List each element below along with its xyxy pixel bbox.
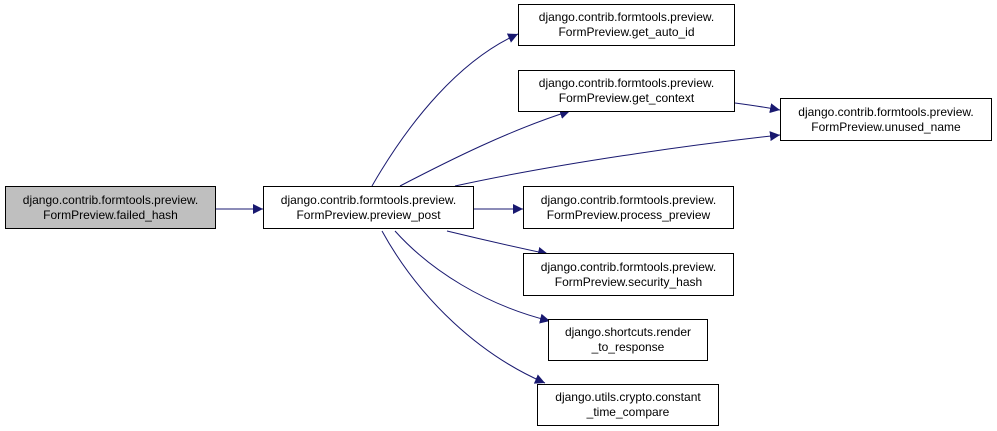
node-failed-hash-line2: FormPreview.failed_hash xyxy=(43,207,178,222)
node-security-hash-line2: FormPreview.security_hash xyxy=(554,274,703,289)
node-failed-hash: django.contrib.formtools.preview. FormPr… xyxy=(5,186,216,229)
node-get-context[interactable]: django.contrib.formtools.preview. FormPr… xyxy=(518,70,735,112)
node-process-preview-line1: django.contrib.formtools.preview. xyxy=(540,192,717,207)
edge-preview-post-to-render-to-response xyxy=(394,230,551,324)
node-security-hash-line1: django.contrib.formtools.preview. xyxy=(540,259,717,274)
edge-get-context-to-unused-name xyxy=(734,102,781,114)
node-unused-name[interactable]: django.contrib.formtools.preview. FormPr… xyxy=(780,98,992,141)
node-failed-hash-line1: django.contrib.formtools.preview. xyxy=(22,192,199,207)
edge-preview-post-to-unused-name xyxy=(454,131,781,187)
node-get-auto-id-line2: FormPreview.get_auto_id xyxy=(558,25,695,39)
node-process-preview-line2: FormPreview.process_preview xyxy=(546,207,711,222)
node-preview-post-line2: FormPreview.preview_post xyxy=(296,207,441,222)
node-security-hash[interactable]: django.contrib.formtools.preview. FormPr… xyxy=(523,253,734,296)
edge-preview-post-to-constant-time-compare xyxy=(381,230,546,384)
edge-preview-post-to-get-context xyxy=(399,109,571,187)
node-preview-post-line1: django.contrib.formtools.preview. xyxy=(280,192,457,207)
node-render-to-response-line2: _to_response xyxy=(591,340,665,354)
node-preview-post[interactable]: django.contrib.formtools.preview. FormPr… xyxy=(263,186,474,229)
node-constant-time-compare-line1: django.utils.crypto.constant xyxy=(555,390,701,404)
edge-preview-post-to-security-hash xyxy=(446,230,549,257)
node-get-auto-id-line1: django.contrib.formtools.preview. xyxy=(538,10,715,24)
node-render-to-response-line1: django.shortcuts.render xyxy=(564,325,692,339)
node-get-context-line2: FormPreview.get_context xyxy=(558,91,695,105)
node-get-auto-id[interactable]: django.contrib.formtools.preview. FormPr… xyxy=(518,4,735,46)
edge-preview-post-to-get-auto-id xyxy=(371,33,519,187)
node-constant-time-compare[interactable]: django.utils.crypto.constant _time_compa… xyxy=(537,384,719,426)
node-unused-name-line1: django.contrib.formtools.preview. xyxy=(798,104,974,119)
node-constant-time-compare-line2: _time_compare xyxy=(586,405,670,419)
node-render-to-response[interactable]: django.shortcuts.render _to_response xyxy=(548,319,708,361)
node-unused-name-line2: FormPreview.unused_name xyxy=(811,119,961,134)
node-get-context-line1: django.contrib.formtools.preview. xyxy=(538,76,715,90)
node-process-preview[interactable]: django.contrib.formtools.preview. FormPr… xyxy=(523,186,734,229)
